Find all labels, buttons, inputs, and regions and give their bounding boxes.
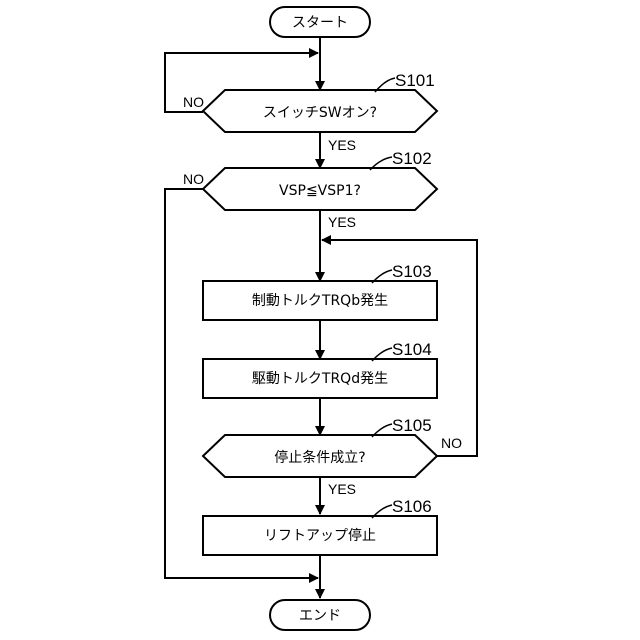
end-terminal: エンド xyxy=(270,600,370,630)
decision-s105: 停止条件成立? S105 NO YES xyxy=(203,416,462,497)
step-s104-number: S104 xyxy=(392,340,432,359)
s102-no-label: NO xyxy=(183,171,204,187)
step-s106-number: S106 xyxy=(392,497,432,516)
end-label: エンド xyxy=(299,608,341,624)
process-s103-label: 制動トルクTRQb発生 xyxy=(252,293,388,309)
s101-no-label: NO xyxy=(183,94,204,110)
start-terminal: スタート xyxy=(270,7,370,37)
start-label: スタート xyxy=(292,15,348,31)
decision-s102-label: VSP≦VSP1? xyxy=(279,183,361,199)
decision-s105-label: 停止条件成立? xyxy=(274,449,365,466)
step-s102-number: S102 xyxy=(392,149,432,168)
process-s106-label: リフトアップ停止 xyxy=(264,527,376,544)
s102-yes-label: YES xyxy=(328,214,356,230)
process-s104-label: 駆動トルクTRQd発生 xyxy=(252,371,388,387)
decision-s101-label: スイッチSWオン? xyxy=(263,105,377,121)
s101-yes-label: YES xyxy=(328,137,356,153)
step-s103-number: S103 xyxy=(392,262,432,281)
step-s105-number: S105 xyxy=(392,416,432,435)
s105-no-label: NO xyxy=(441,435,462,451)
step-s101-number: S101 xyxy=(395,71,435,90)
decision-s102: VSP≦VSP1? S102 NO YES xyxy=(183,149,437,230)
s105-yes-label: YES xyxy=(328,481,356,497)
decision-s101: スイッチSWオン? S101 NO YES xyxy=(183,71,437,153)
